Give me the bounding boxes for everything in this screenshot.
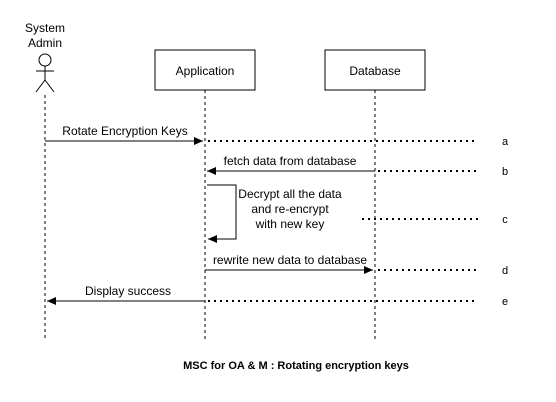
message-decrypt-line1: Decrypt all the data	[238, 187, 342, 201]
marker-a: a	[502, 136, 509, 148]
lifeline-database-label: Database	[349, 64, 401, 78]
message-fetch-label: fetch data from database	[224, 154, 357, 168]
message-decrypt-reencrypt: Decrypt all the data and re-encrypt with…	[207, 184, 342, 243]
stick-figure-icon	[35, 53, 55, 93]
actor-system-admin: System Admin	[25, 21, 65, 93]
diagram-caption: MSC for OA & M : Rotating encryption key…	[183, 360, 409, 372]
message-rotate-keys: Rotate Encryption Keys	[45, 124, 203, 145]
actor-label-line2: Admin	[28, 36, 62, 50]
message-decrypt-line3: with new key	[255, 217, 325, 231]
message-display-label: Display success	[85, 284, 171, 298]
actor-label-line1: System	[25, 21, 65, 35]
message-rewrite-label: rewrite new data to database	[213, 253, 367, 267]
message-rewrite-data: rewrite new data to database	[205, 253, 373, 274]
lifeline-application-label: Application	[176, 64, 235, 78]
marker-c: c	[502, 214, 508, 226]
lifeline-database-box: Database	[324, 49, 426, 91]
marker-b: b	[502, 166, 508, 178]
marker-e: e	[502, 296, 508, 308]
message-rotate-label: Rotate Encryption Keys	[62, 124, 187, 138]
message-fetch-data: fetch data from database	[207, 154, 375, 175]
marker-d: d	[502, 265, 508, 277]
lifeline-application-box: Application	[154, 49, 256, 91]
message-display-success: Display success	[47, 284, 205, 305]
message-decrypt-line2: and re-encrypt	[251, 202, 329, 216]
